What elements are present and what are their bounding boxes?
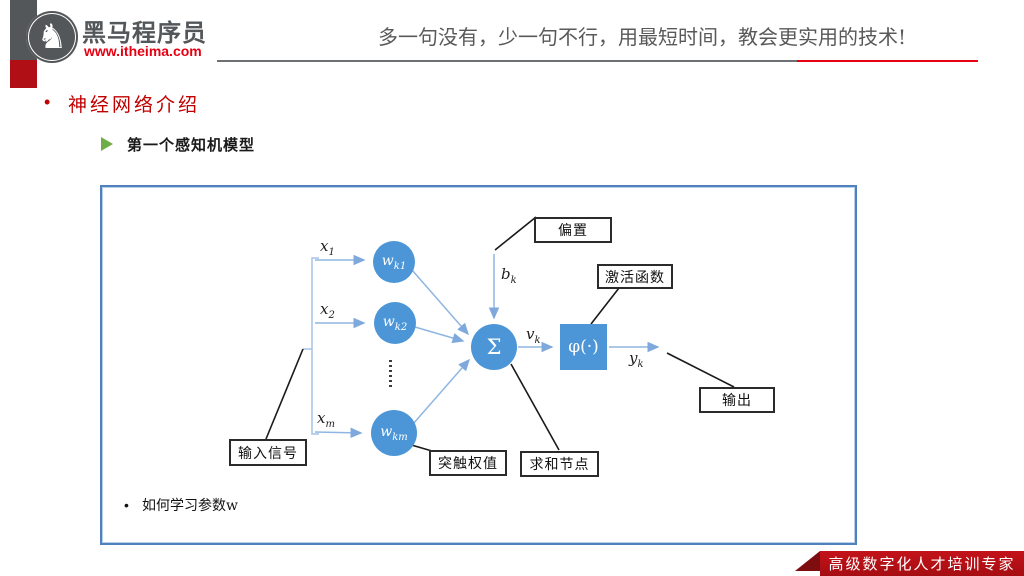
input-xm-label: xm [317,409,335,430]
activation-node: φ(·) [560,324,607,370]
itheima-logo: ♞ [26,11,78,63]
perceptron-diagram: x1 x2 xm wk1 wk2 wkm Σ φ(·) bk vk yk 偏置 … [100,185,857,545]
weight-node-wk1: wk1 [373,241,415,283]
input-x1-label: x1 [320,237,335,258]
left-red-square [10,60,37,88]
green-arrow-icon [101,137,113,151]
header-slogan: 多一句没有，少一句不行，用最短时间，教会更实用的技术! [378,25,907,49]
weight-node-wkm: wkm [371,410,417,456]
net-var-label: vk [526,325,541,346]
section-bullet: • [44,92,51,112]
activation-callout: 激活函数 [597,264,673,289]
sum-node: Σ [471,324,517,370]
brand-url: www.itheima.com [84,43,202,59]
header-rule-gray [217,60,797,62]
note-text: 如何学习参数w [142,498,238,514]
diagram-lines [265,216,735,452]
synaptic-weights-callout: 突触权值 [429,450,507,476]
footer-triangle [795,551,820,571]
output-callout: 输出 [699,387,775,413]
sum-node-callout: 求和节点 [520,451,599,477]
bias-callout: 偏置 [534,217,612,243]
footer-badge: 高级数字化人才培训专家 [820,551,1024,576]
section-title: 神经网络介绍 [68,94,201,116]
horse-icon: ♞ [36,18,68,56]
bias-var-label: bk [501,265,517,286]
input-x2-label: x2 [320,300,335,321]
vertical-ellipsis-icon [389,360,392,390]
weight-node-wk2: wk2 [374,302,416,344]
subsection-title: 第一个感知机模型 [127,137,256,154]
header-rule-red [797,60,978,62]
input-signal-callout: 输入信号 [229,439,307,466]
brand-name: 黑马程序员 [82,20,207,47]
note-bullet: • [124,497,129,513]
out-var-label: yk [629,349,644,370]
